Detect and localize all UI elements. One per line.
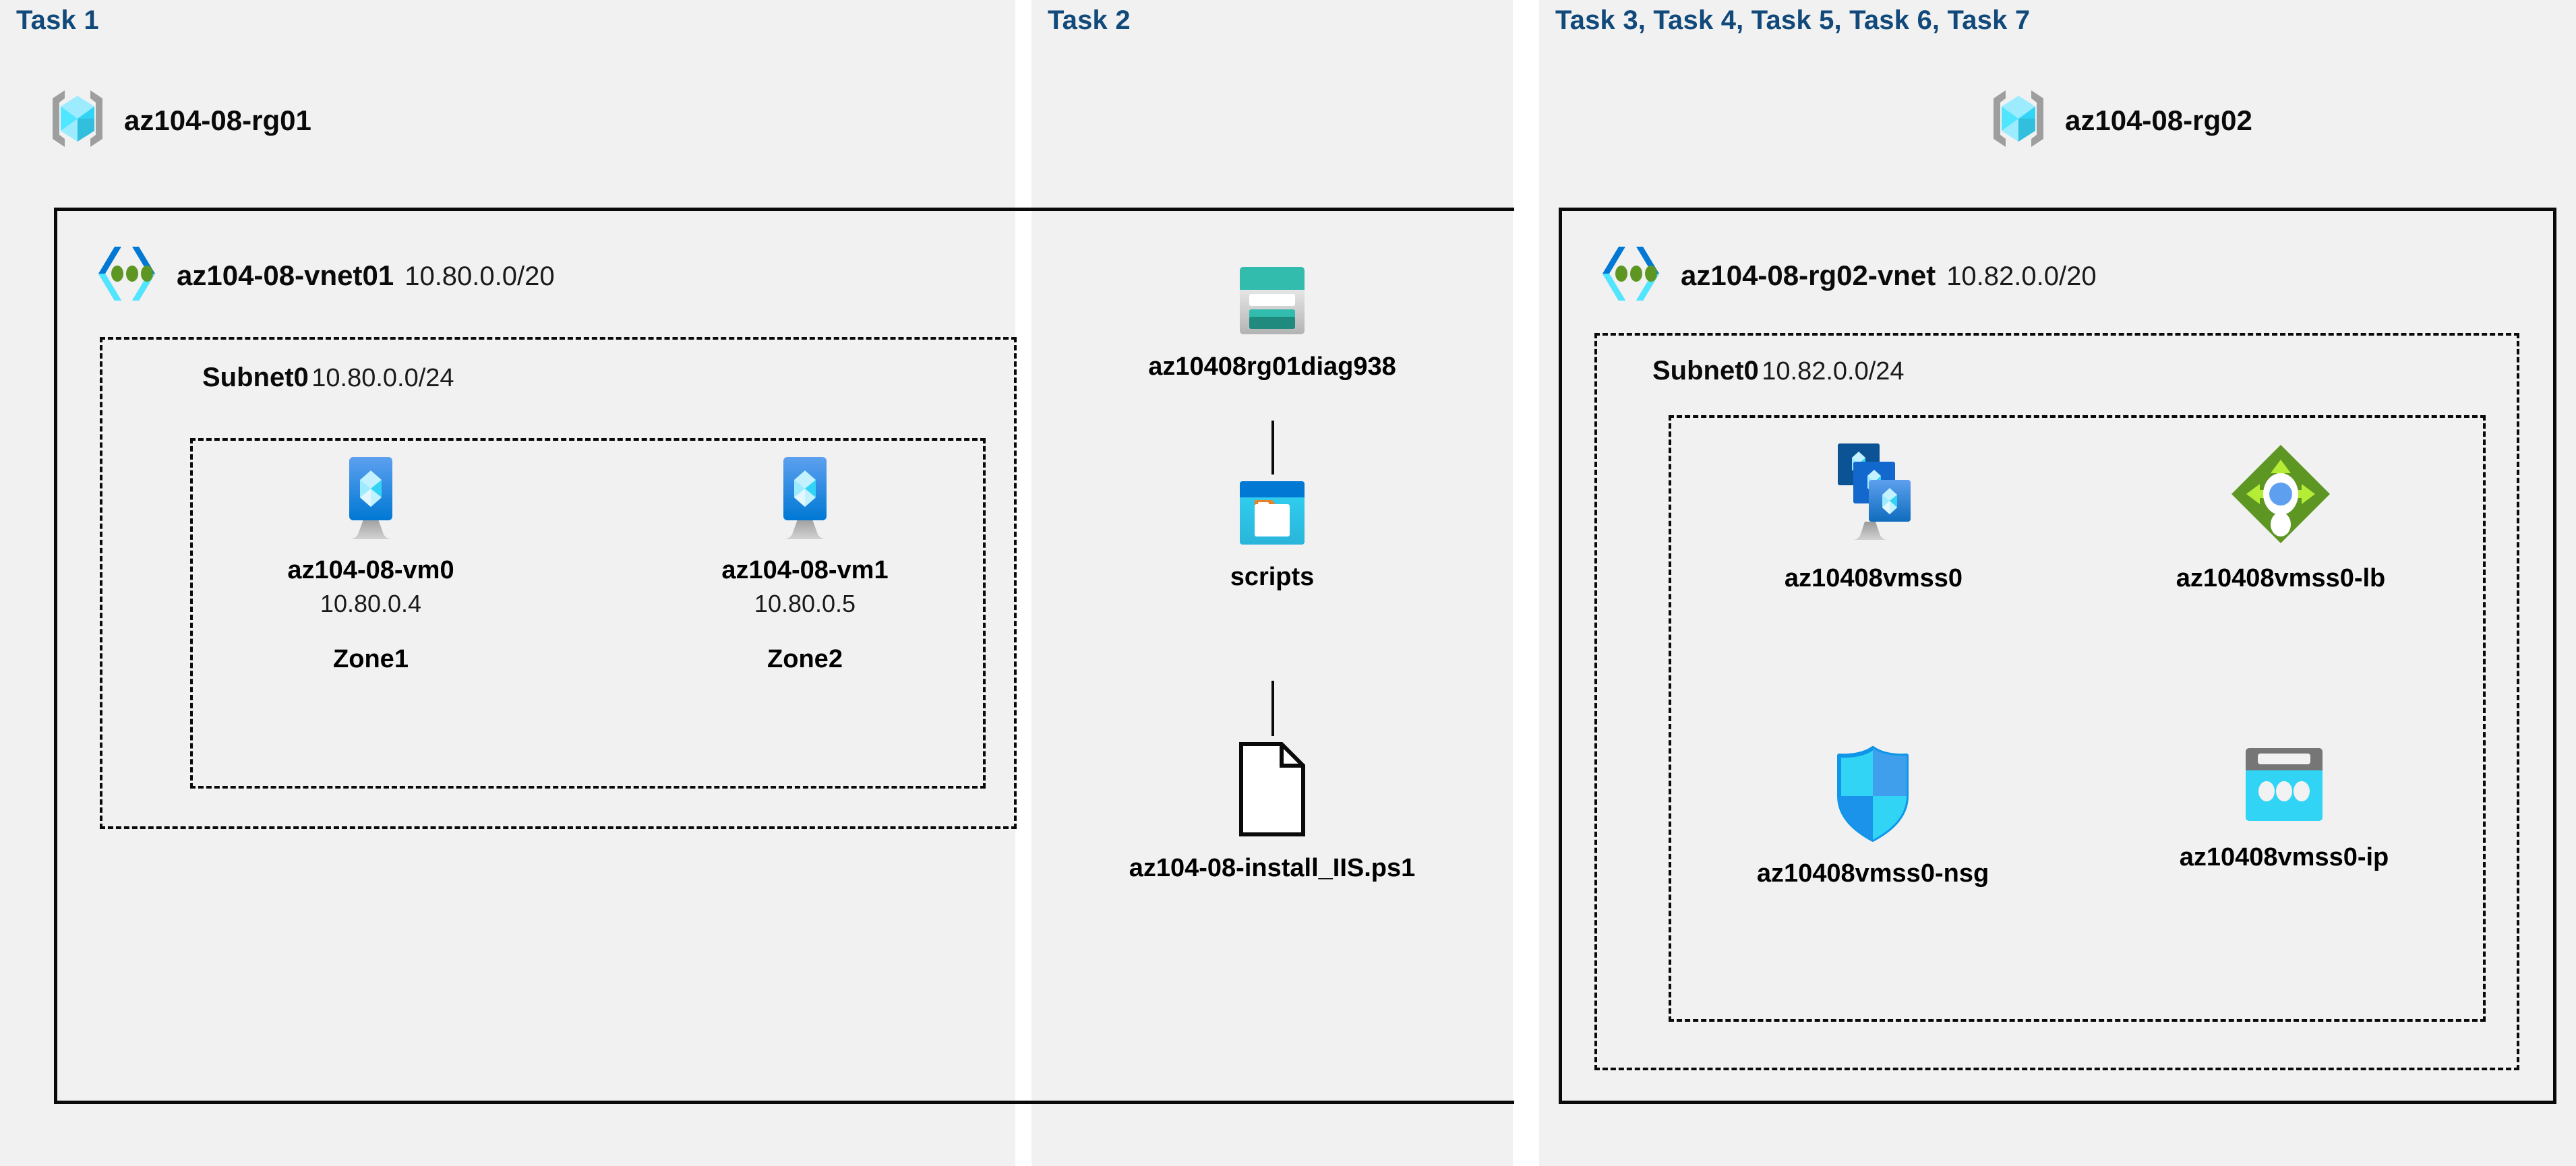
vm-node-az104-08-vm1[interactable]: az104-08-vm1 10.80.0.5 Zone2: [717, 453, 893, 674]
task-label-1: Task 1: [16, 5, 99, 35]
subnet-cidr: 10.82.0.0/24: [1762, 357, 1905, 386]
subnet-name: Subnet0: [1652, 356, 1759, 386]
load-balancer-icon: [2226, 439, 2335, 552]
vm-node-az104-08-vm0[interactable]: az104-08-vm0 10.80.0.4 Zone1: [283, 453, 458, 674]
virtual-network-icon: [94, 243, 159, 308]
public-ip-node-az10408vmss0-ip[interactable]: az10408vmss0-ip: [2153, 744, 2416, 873]
storage-account-icon: [1236, 264, 1309, 340]
nsg-node-az10408vmss0-nsg[interactable]: az10408vmss0-nsg: [1728, 744, 2018, 889]
subnet-boundary-subnet0: [100, 337, 1017, 829]
blob-container-node[interactable]: scripts: [1188, 479, 1356, 592]
storage-account-name: az10408rg01diag938: [1148, 352, 1396, 381]
vmss-name: az10408vmss0: [1784, 564, 1963, 592]
network-security-group-icon: [1831, 744, 1915, 847]
resources-boundary: [1669, 415, 2486, 1022]
task-label-2: Task 2: [1048, 5, 1131, 35]
task1-panel: Task 1 az104-08-rg01: [0, 0, 1463, 1166]
vm-name: az104-08-vm1: [721, 556, 889, 584]
vm-scale-set-icon: [1823, 439, 1924, 552]
vnet-cidr: 10.80.0.0/20: [405, 261, 555, 291]
task2-panel: Task 2 az10408rg01diag938: [1030, 0, 1514, 1166]
subnet-label: Subnet0 10.80.0.0/24: [202, 363, 454, 393]
task-label-3-7: Task 3, Task 4, Task 5, Task 6, Task 7: [1555, 5, 2031, 35]
nsg-name: az10408vmss0-nsg: [1756, 859, 1989, 888]
script-file-icon: [1234, 740, 1310, 842]
vm-zone: Zone1: [333, 644, 409, 673]
vnet-boundary-az104-08-rg02-vnet: [1559, 208, 2556, 1104]
connector-container-to-script: [1271, 681, 1274, 736]
connector-storage-to-container: [1271, 421, 1274, 474]
resource-group-icon: [1989, 86, 2047, 154]
blob-container-name: scripts: [1230, 563, 1315, 591]
public-ip-name: az10408vmss0-ip: [2179, 843, 2389, 871]
virtual-machine-icon: [765, 453, 845, 544]
virtual-machine-icon: [330, 453, 411, 544]
script-file-name: az104-08-install_IIS.ps1: [1129, 854, 1416, 882]
vnet-az104-08-vnet01[interactable]: az104-08-vnet01 10.80.0.0/20: [94, 243, 555, 308]
subnet-name: Subnet0: [202, 363, 309, 392]
storage-account-node[interactable]: az10408rg01diag938: [1148, 264, 1396, 382]
resource-group-az104-08-rg02[interactable]: az104-08-rg02: [1989, 86, 2252, 154]
vnet-cidr: 10.82.0.0/20: [1946, 261, 2097, 291]
storage-boundary: [1030, 208, 1514, 1104]
subnet-cidr: 10.80.0.0/24: [311, 364, 454, 392]
virtual-network-icon: [1598, 243, 1663, 308]
resource-group-icon: [49, 86, 107, 154]
load-balancer-name: az10408vmss0-lb: [2176, 564, 2386, 592]
vm-zone: Zone2: [767, 644, 843, 673]
resource-group-az104-08-rg01[interactable]: az104-08-rg01: [49, 86, 311, 154]
subnet-label: Subnet0 10.82.0.0/24: [1652, 356, 1905, 386]
public-ip-address-icon: [2243, 744, 2325, 831]
availability-zones-boundary: [190, 438, 986, 789]
task3-7-panel: Task 3, Task 4, Task 5, Task 6, Task 7 a…: [1539, 0, 2576, 1166]
vm-ip: 10.80.0.5: [754, 589, 856, 617]
load-balancer-node-az10408vmss0-lb[interactable]: az10408vmss0-lb: [2146, 439, 2416, 594]
vnet-name: az104-08-rg02-vnet: [1681, 259, 1936, 291]
vnet-az104-08-rg02-vnet[interactable]: az104-08-rg02-vnet 10.82.0.0/20: [1598, 243, 2097, 308]
script-file-node[interactable]: az104-08-install_IIS.ps1: [1108, 740, 1436, 884]
vnet-name: az104-08-vnet01: [177, 259, 394, 291]
blob-container-icon: [1237, 479, 1307, 551]
resource-group-name: az104-08-rg02: [2065, 104, 2252, 136]
vm-ip: 10.80.0.4: [320, 589, 422, 617]
vmss-node-az10408vmss0[interactable]: az10408vmss0: [1745, 439, 2002, 594]
resource-group-name: az104-08-rg01: [124, 104, 311, 136]
subnet-boundary-subnet0: [1594, 333, 2519, 1070]
vm-name: az104-08-vm0: [287, 556, 454, 584]
